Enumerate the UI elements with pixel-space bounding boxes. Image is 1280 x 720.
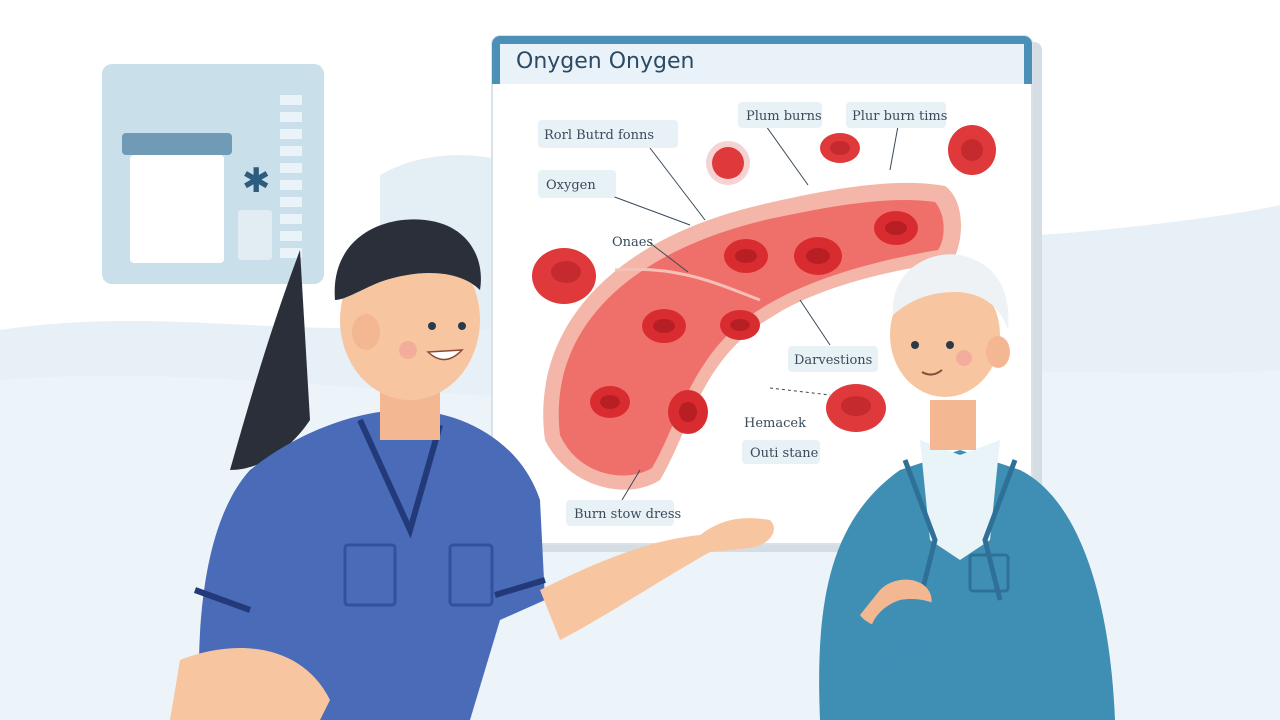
label-plum-burns: Plum burns — [738, 102, 822, 128]
cell — [826, 384, 886, 432]
cell — [874, 211, 918, 245]
cell — [642, 309, 686, 343]
cell — [706, 141, 750, 185]
svg-text:Burn stow dress: Burn stow dress — [574, 507, 681, 522]
board-title: Onygen Onygen — [516, 49, 694, 74]
medical-star-icon: ✱ — [242, 161, 271, 201]
chart-bar-lines — [280, 95, 302, 258]
cell — [794, 237, 842, 275]
clipboard-panel: ✱ — [102, 64, 324, 284]
leader-lines — [611, 125, 899, 501]
svg-text:Plur burn tims: Plur burn tims — [852, 109, 947, 124]
label-plur-burn-tims: Plur burn tims — [846, 102, 947, 128]
label-onaes: Onaes — [612, 235, 653, 250]
nurse-figure — [170, 219, 774, 720]
cell — [948, 125, 996, 175]
patient-figure — [819, 254, 1115, 720]
cell — [668, 390, 708, 434]
svg-text:Onaes: Onaes — [612, 235, 653, 250]
cell — [820, 133, 860, 163]
blood-vessel — [543, 182, 962, 490]
svg-text:Hemacek: Hemacek — [744, 416, 806, 431]
label-oxygen: Oxygen — [538, 170, 616, 198]
label-red-blood-cells: Rorl Butrd fonns — [538, 120, 678, 148]
svg-text:Oxygen: Oxygen — [546, 178, 596, 193]
red-blood-cells — [532, 125, 996, 434]
board-labels: Rorl Butrd fonns Oxygen Onaes Plum burns… — [538, 102, 947, 526]
cell — [720, 310, 760, 340]
svg-text:Rorl Butrd fonns: Rorl Butrd fonns — [544, 128, 654, 143]
label-burn-stow: Burn stow dress — [566, 500, 681, 526]
cell — [724, 239, 768, 273]
cell — [590, 386, 630, 418]
label-hemacek: Hemacek — [744, 416, 806, 431]
label-outistane: Outi stane — [742, 440, 820, 464]
svg-text:Plum burns: Plum burns — [746, 109, 822, 124]
label-darvestions: Darvestions — [788, 346, 878, 372]
clipboard-icon — [122, 133, 272, 263]
cell — [532, 248, 596, 304]
svg-text:Outi stane: Outi stane — [750, 446, 819, 461]
svg-text:Darvestions: Darvestions — [794, 353, 872, 368]
